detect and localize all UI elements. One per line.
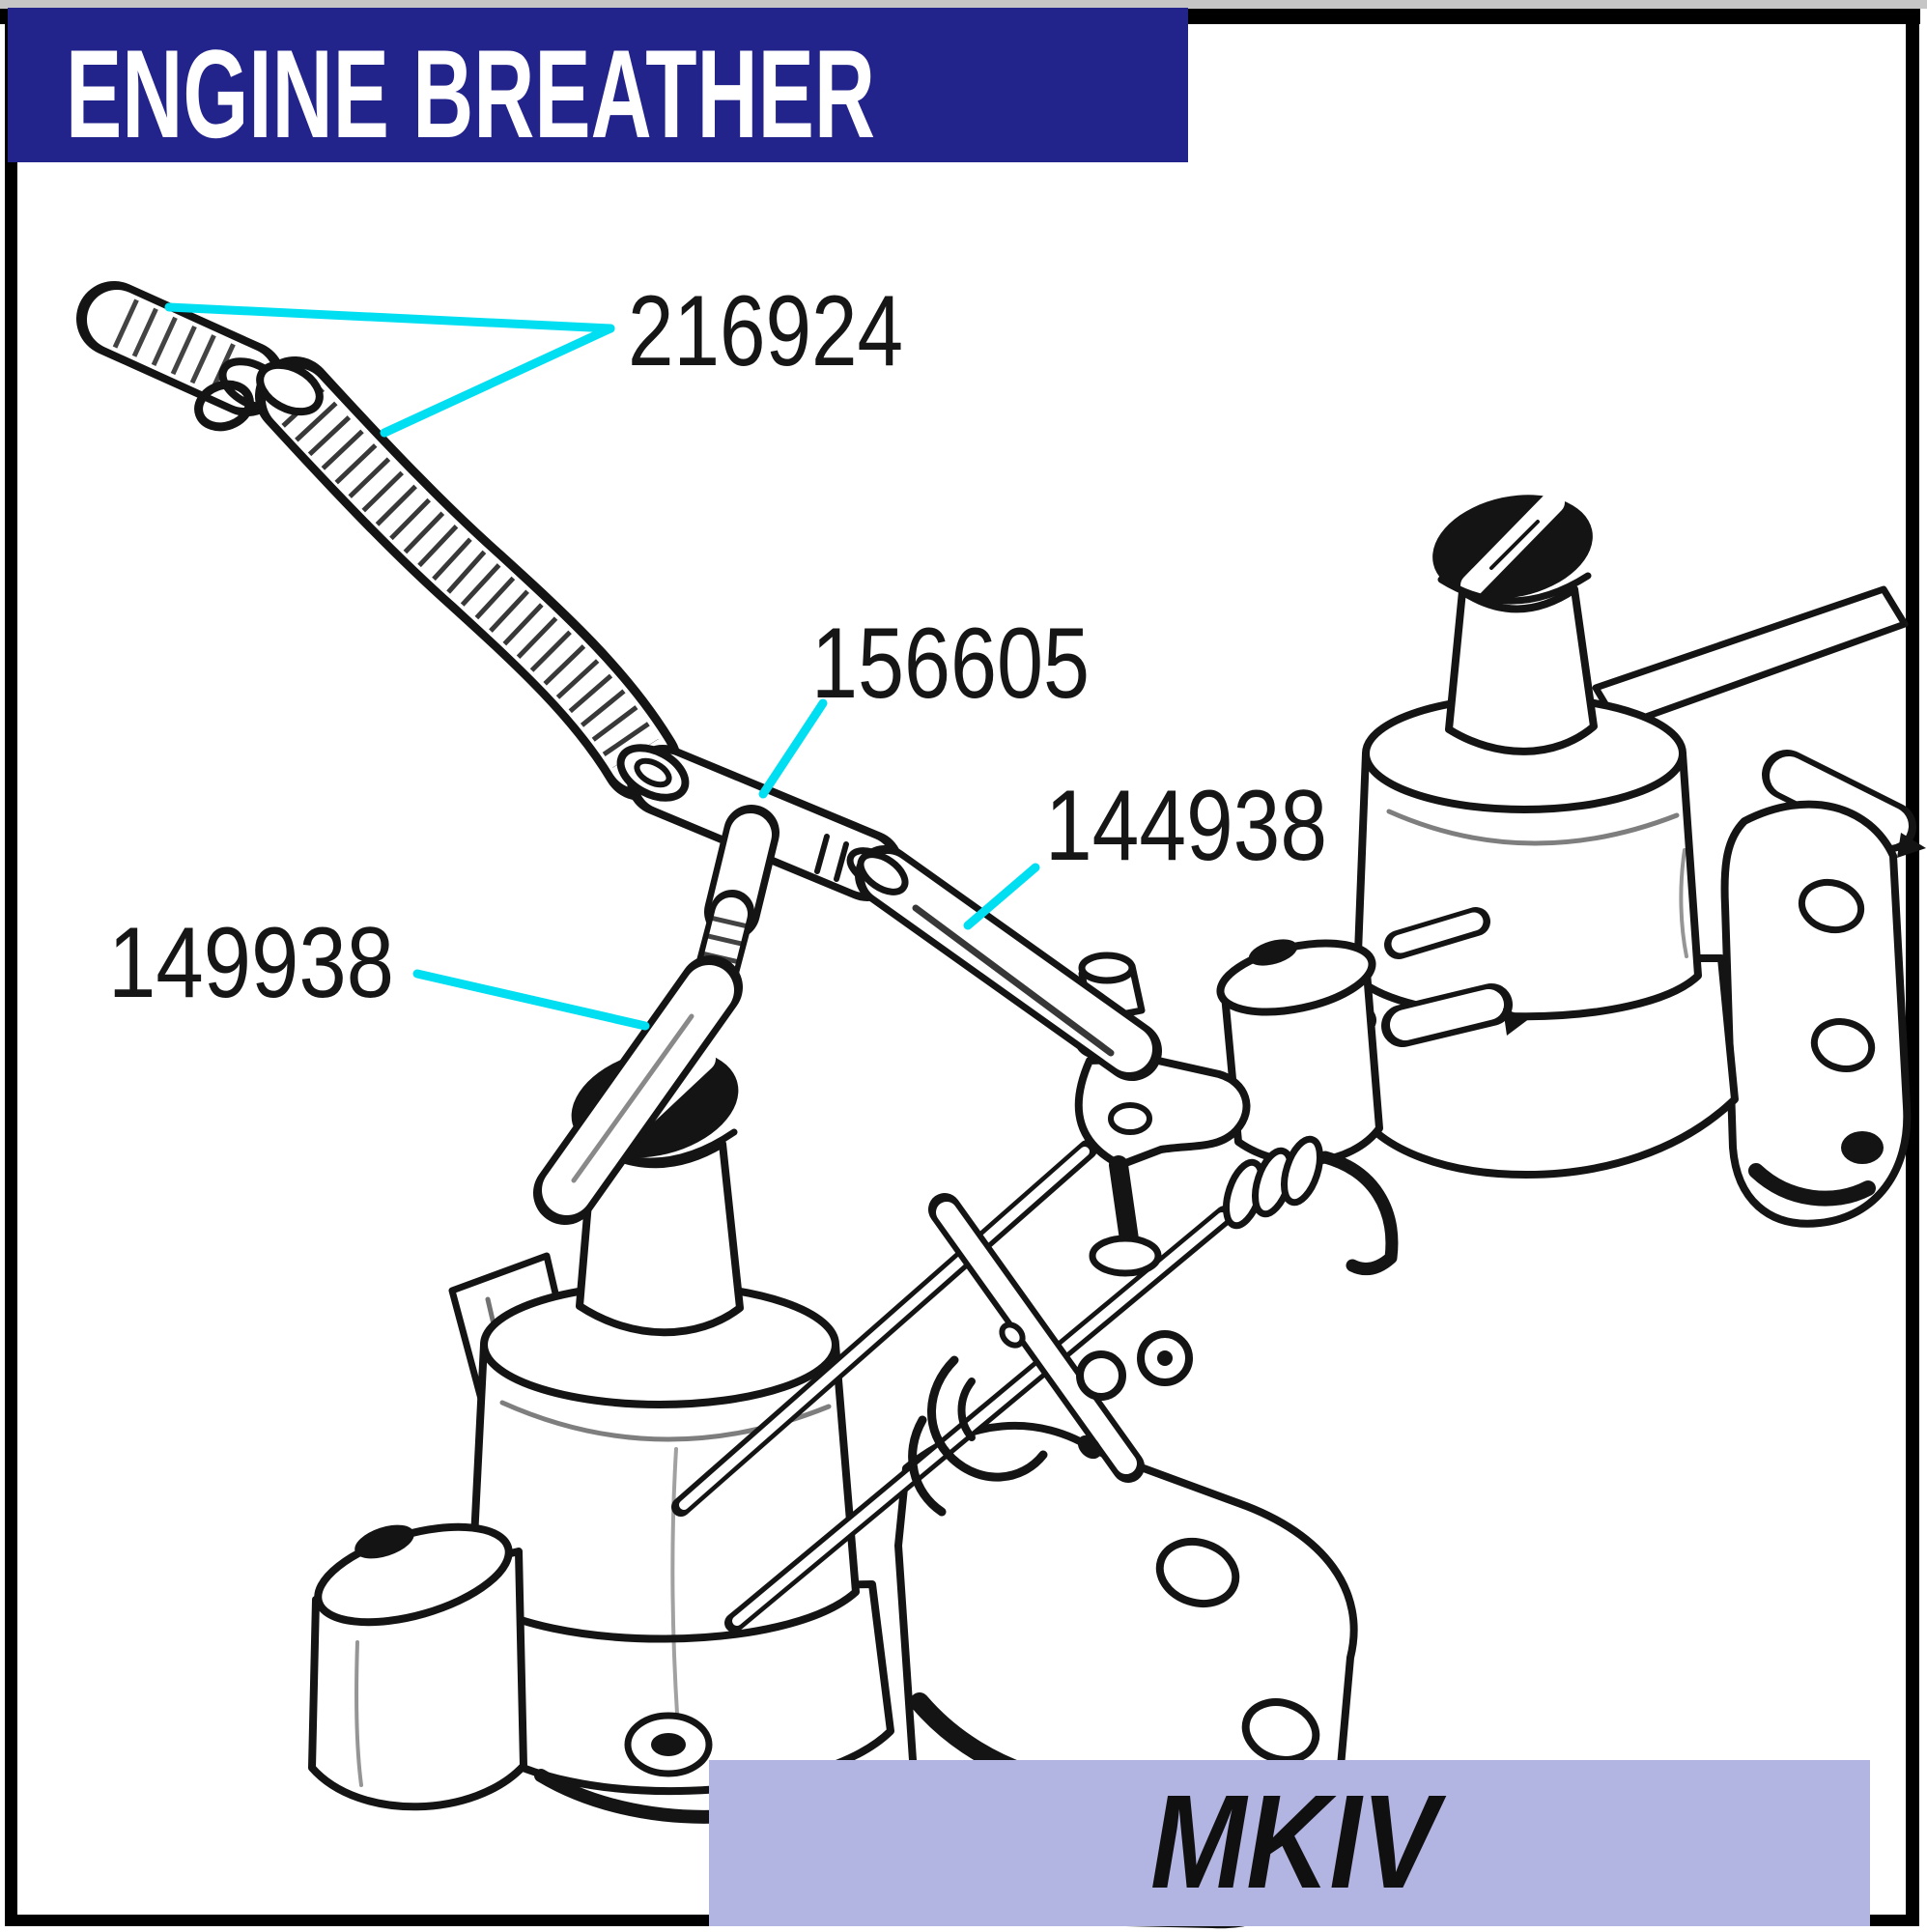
rear-carb-neck [1445, 585, 1598, 755]
rear-flange-shadow [1748, 1163, 1876, 1207]
t-piece-left-bore [634, 757, 672, 788]
rear-carb-dome-body [1353, 750, 1702, 1021]
variant-box: MKIV [709, 1760, 1870, 1926]
page-title: ENGINE BREATHER [66, 23, 875, 164]
rear-union-shadow [1503, 1009, 1530, 1036]
rear-flange-hole [1810, 1018, 1876, 1072]
title-banner-background [8, 8, 1188, 162]
bolt-shaft [1109, 1155, 1140, 1256]
front-dome-shading-col [670, 1447, 680, 1731]
curved-hose-end-bead [256, 360, 324, 416]
rear-pipe-core [1391, 912, 1484, 953]
linkage-rod-core [679, 1147, 1090, 1510]
linkage-bolt-assembly [1074, 952, 1251, 1277]
linkage-rod-core [732, 1212, 1227, 1626]
rear-flange-hole-dark [1841, 1131, 1884, 1164]
curved-breather-hose [255, 356, 681, 801]
front-throttle-boss-bore [651, 1733, 686, 1756]
bolt-nut-top [1078, 952, 1136, 984]
leader-line-144938 [963, 863, 1040, 930]
part-label-216924: 216924 [628, 275, 903, 387]
bolt-head-washer [1089, 1235, 1162, 1277]
hose-right-open-end [857, 851, 909, 895]
front-flange-hole [1155, 1538, 1240, 1607]
flat-link-hole-dark [1077, 1435, 1102, 1460]
front-bowl-inlet [354, 1524, 414, 1559]
leader-line-216924-a [164, 302, 615, 333]
part-label-149938: 149938 [108, 907, 394, 1019]
leader-line-156605 [758, 698, 828, 799]
rear-carb-spindle-core [1770, 756, 1909, 845]
flat-link-core [936, 1202, 1137, 1474]
linkage-spring [1223, 1135, 1323, 1230]
hose-right-core [864, 854, 1152, 1072]
front-flange-hole [1241, 1698, 1320, 1764]
breather-hose-assembly [76, 281, 1162, 1225]
rear-dome-shading [1386, 809, 1680, 846]
long-hose-down [533, 955, 743, 1225]
vent-pipe-texture [112, 298, 251, 400]
carburetor-drawing: 216924 156605 144938 149938 [76, 275, 1926, 1929]
leader-line-149938 [412, 969, 650, 1031]
throttle-lever [1074, 1055, 1251, 1169]
rear-carburetor [1216, 491, 1926, 1228]
frame-right [1906, 9, 1919, 1924]
rear-flange-hole [1798, 878, 1865, 934]
rear-bowl-inlet [1248, 939, 1298, 966]
front-bowl-shading [354, 1640, 363, 1787]
hose-right-shade [912, 904, 1115, 1057]
title-banner: ENGINE BREATHER [8, 8, 1188, 164]
rear-carb-flange [1720, 800, 1912, 1228]
rear-dome-shading-side [1679, 848, 1688, 958]
rear-union-core [1390, 989, 1504, 1040]
leader-lines [164, 302, 1040, 1031]
rear-cap-slot-hatch [1489, 520, 1551, 580]
hose-down-shade [571, 1013, 694, 1183]
frame-left [5, 9, 17, 1924]
hose-clamp-ring [194, 380, 254, 432]
clevis-fork [927, 1355, 1048, 1482]
throttle-linkage [671, 952, 1399, 1633]
rear-cap-rim [1437, 572, 1592, 605]
variant-label: MKIV [1150, 1768, 1447, 1917]
clevis-fork-slot [957, 1378, 976, 1441]
throttle-lever-hole [1108, 1102, 1152, 1135]
clevis-fork [908, 1415, 947, 1517]
variant-box-background [709, 1760, 1870, 1926]
part-label-156605: 156605 [811, 608, 1090, 720]
t-piece-groove-rings [814, 834, 849, 882]
top-grey-strip [0, 0, 1927, 9]
flat-link-hole [999, 1321, 1026, 1349]
linkage-lever-finger [1318, 1151, 1399, 1276]
rear-carb-spindle-tip [1897, 833, 1926, 858]
linkage-ring [1076, 1350, 1126, 1401]
linkage-ring-bore [1157, 1350, 1173, 1366]
part-label-144938: 144938 [1045, 770, 1327, 882]
part-labels: 216924 156605 144938 149938 [108, 275, 1327, 1019]
straight-hose-right [855, 845, 1162, 1081]
leader-line-216924-b [380, 324, 615, 438]
rear-cap-screw-slot [1460, 491, 1565, 597]
